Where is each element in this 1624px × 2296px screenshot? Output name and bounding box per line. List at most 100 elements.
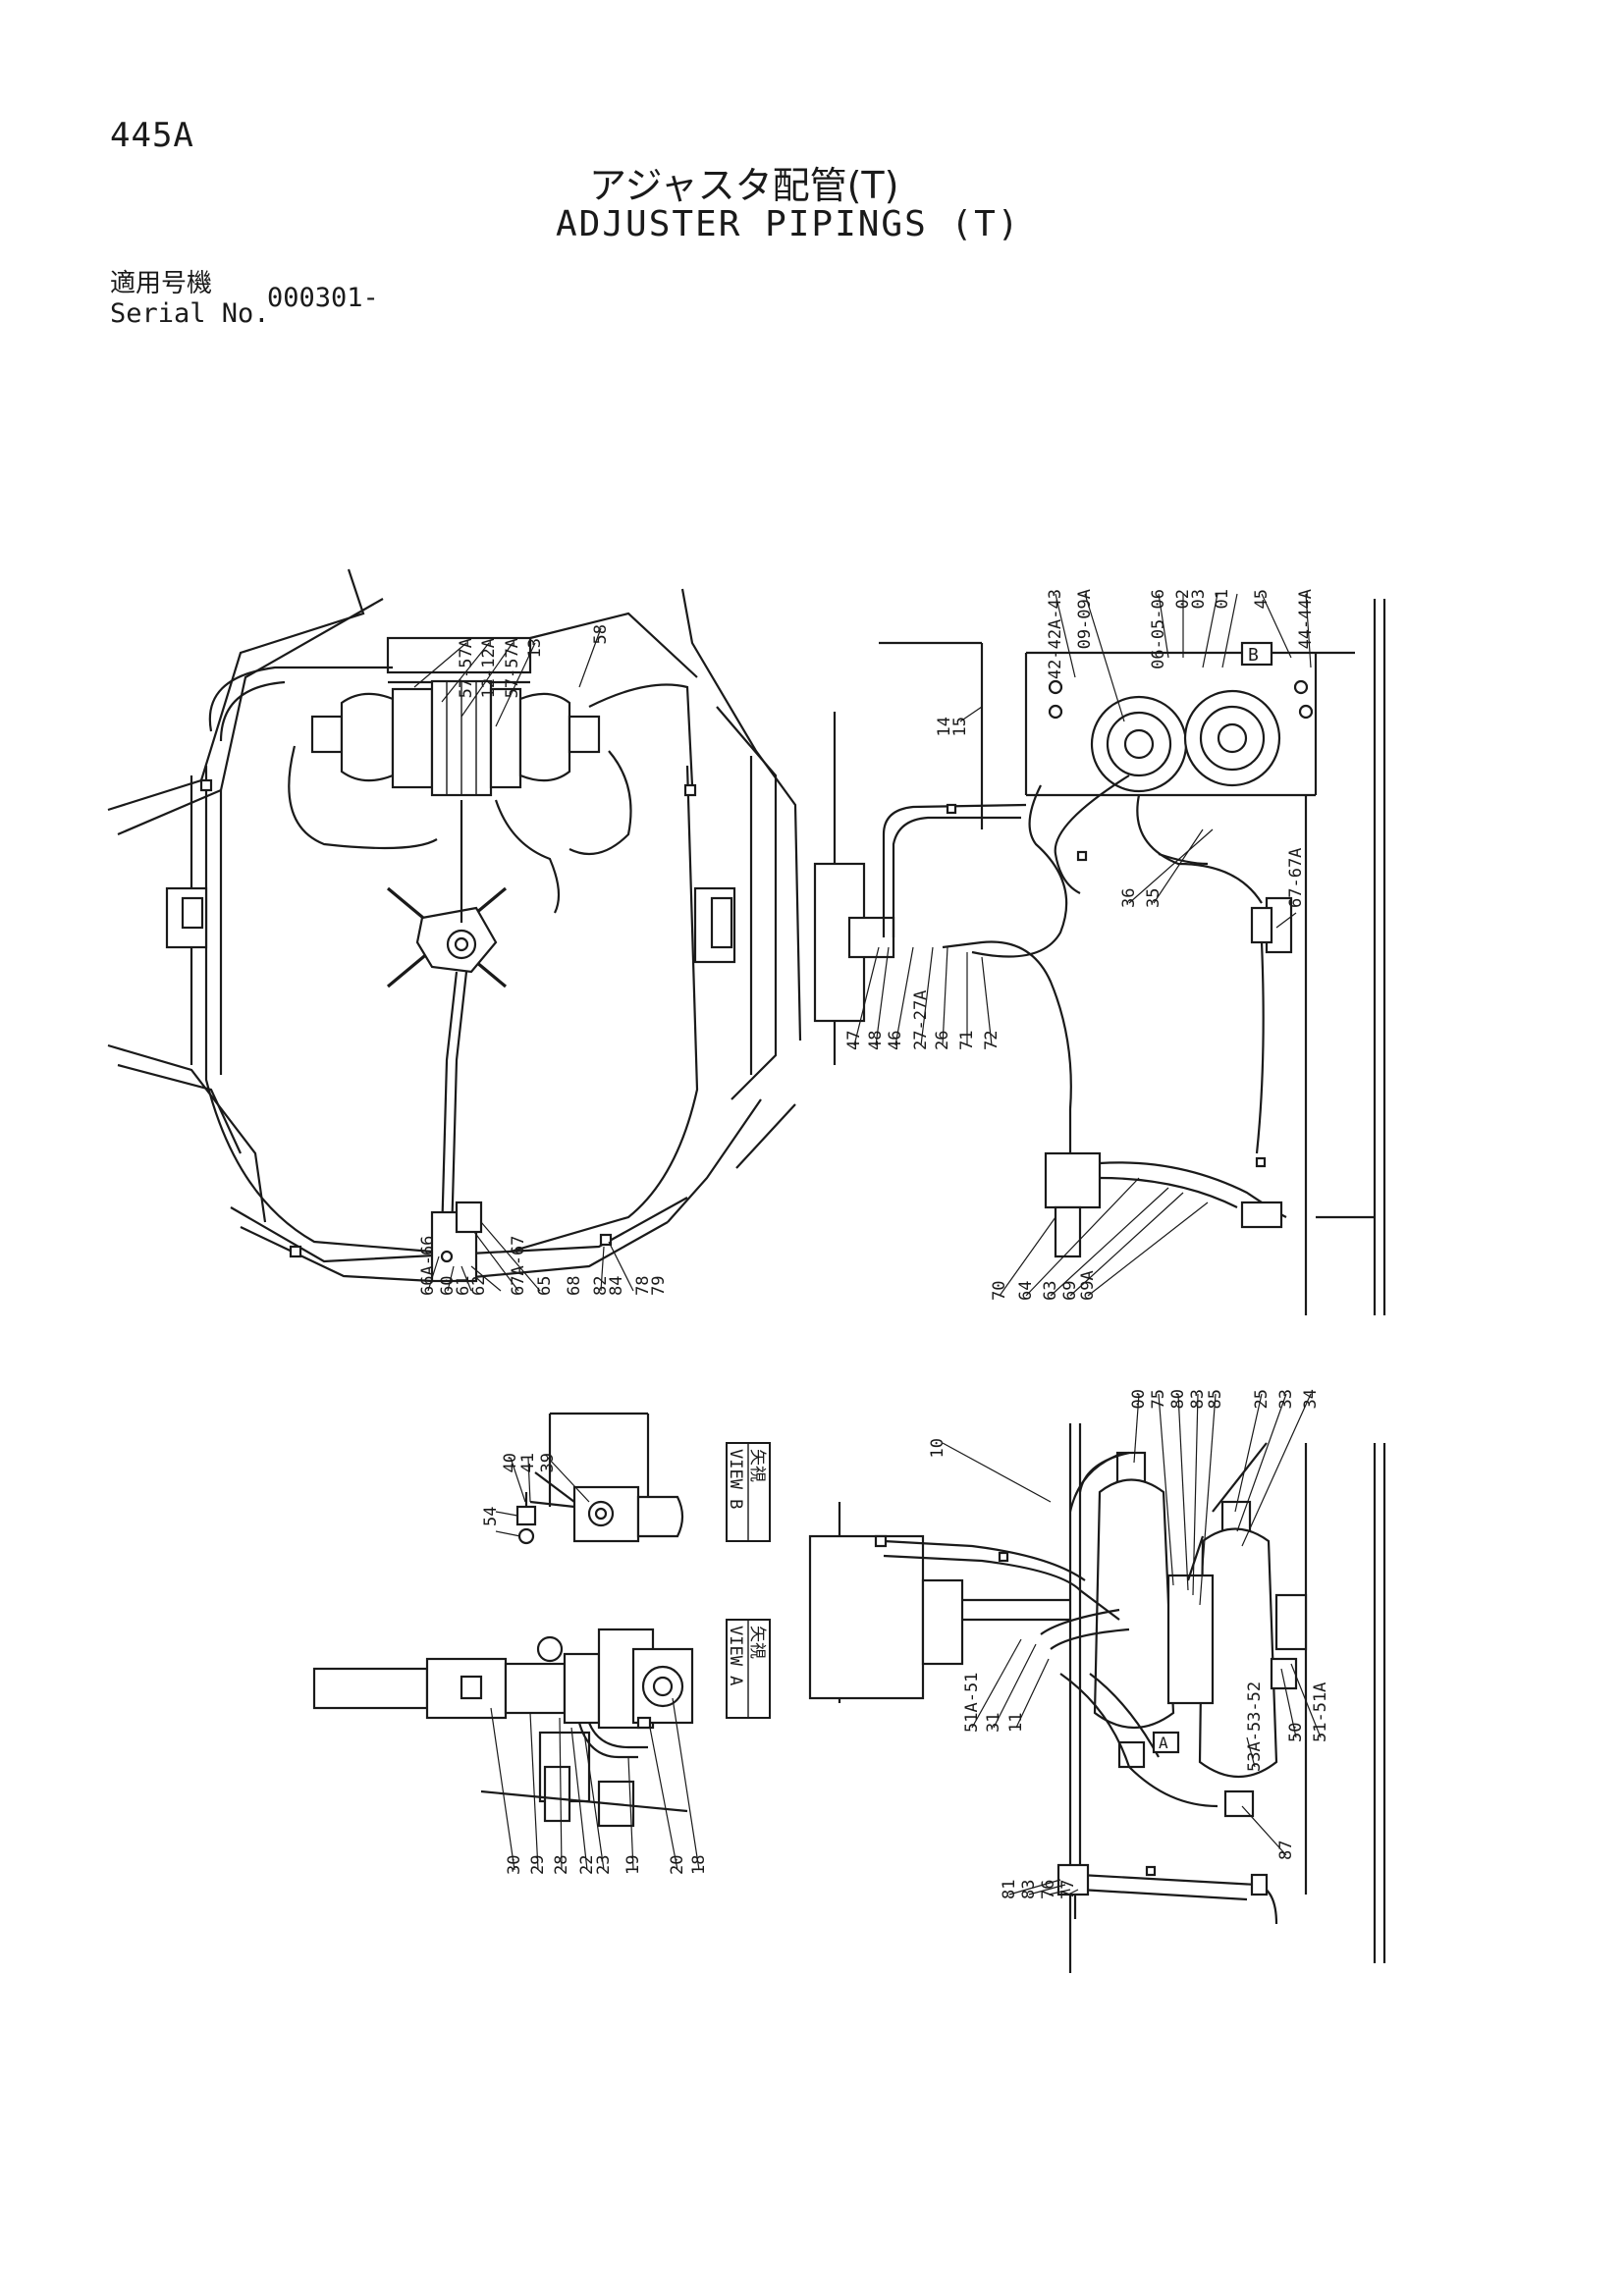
callout-label: 61 <box>454 1276 473 1296</box>
twin-reel-drums <box>1090 689 1281 793</box>
side-view-assembly: B <box>813 599 1386 1315</box>
leaders-bottom-right <box>942 1393 1322 1896</box>
callout-label: 62 <box>469 1276 489 1296</box>
callout-label: 19 <box>623 1855 643 1875</box>
callout-label: 77 <box>1058 1880 1078 1899</box>
callout-label: 09-09A <box>1075 589 1095 649</box>
callout-label: 25 <box>1252 1389 1272 1409</box>
callout-label: 29 <box>528 1855 548 1875</box>
callout-label: 50 <box>1286 1723 1306 1742</box>
serial-label-jp: 適用号機 <box>110 269 213 298</box>
leaders-top-left <box>413 627 634 1292</box>
view-b-detail: 矢視 VIEW B <box>495 1412 771 1545</box>
callout-label: 03 <box>1189 589 1209 609</box>
page-title-en: ADJUSTER PIPINGS (T) <box>556 204 1021 244</box>
callout-label: 15 <box>950 717 970 736</box>
callout-label: 57-57A <box>457 638 476 698</box>
callout-label: 72 <box>982 1031 1001 1050</box>
callout-label: 14 <box>935 717 954 736</box>
leaders-top-right <box>853 593 1312 1297</box>
callout-label: 71 <box>957 1031 977 1050</box>
callout-label: 75 <box>1149 1389 1168 1409</box>
callout-label: 23 <box>594 1855 614 1875</box>
accumulator-side-view: A <box>808 1423 1386 1973</box>
callout-label: 01 <box>1213 589 1232 609</box>
serial-number-value: 000301- <box>267 283 379 313</box>
view-a-jp: 矢視 <box>747 1626 767 1659</box>
callout-label: 58 <box>591 624 611 644</box>
callout-label: 40 <box>501 1453 520 1472</box>
callout-label: 11 <box>1006 1713 1026 1733</box>
view-b-label: 矢視 VIEW B <box>726 1442 771 1542</box>
callout-label: 10 <box>928 1438 947 1458</box>
callout-label: 44-44A <box>1296 589 1316 649</box>
accumulator-tanks <box>1093 1451 1308 1818</box>
view-a-marker-label: A <box>1159 1734 1168 1752</box>
callout-label: 31 <box>984 1713 1003 1733</box>
callout-label: 69A <box>1078 1270 1098 1301</box>
view-b-marker-label: B <box>1248 645 1259 666</box>
callout-label: 65 <box>535 1276 555 1296</box>
callout-label: 41 <box>518 1453 538 1472</box>
callout-label: 51A-51 <box>962 1673 982 1733</box>
callout-label: 36 <box>1119 888 1139 908</box>
callout-label: 02 <box>1173 589 1193 609</box>
callout-label: 42-42A-43 <box>1046 589 1065 679</box>
callout-label: 46 <box>886 1031 905 1050</box>
callout-label: 87 <box>1276 1841 1296 1860</box>
callout-label: 76 <box>1039 1880 1058 1899</box>
center-swivel <box>386 886 508 988</box>
page-number: 445A <box>110 116 194 155</box>
callout-label: 81 <box>1000 1880 1019 1899</box>
frame-plan-view <box>107 568 802 1283</box>
callout-label: 68 <box>565 1276 584 1296</box>
callout-label: 63 <box>1041 1281 1060 1301</box>
view-a-en: VIEW A <box>726 1626 745 1685</box>
callout-label: 06-05-06 <box>1149 589 1168 669</box>
callout-label: 22 <box>577 1855 597 1875</box>
callout-label: 27-27A <box>911 990 931 1050</box>
callout-label: 28 <box>552 1855 571 1875</box>
callout-label: 60 <box>438 1276 458 1296</box>
callout-label: 39 <box>538 1453 558 1472</box>
callout-label: 84 <box>607 1276 626 1296</box>
callout-label: 47 <box>844 1031 864 1050</box>
callout-label: 54 <box>481 1507 501 1526</box>
callout-label: 33 <box>1276 1389 1296 1409</box>
callout-label: 67-67A <box>1286 848 1306 908</box>
callout-label: 64 <box>1016 1281 1036 1301</box>
callout-label: 30 <box>505 1855 524 1875</box>
callout-label: 66A-66 <box>418 1236 438 1296</box>
callout-label: 34 <box>1301 1389 1321 1409</box>
callout-label: 67A-67 <box>509 1236 528 1296</box>
callout-label: 70 <box>990 1281 1009 1301</box>
callout-label: 85 <box>1206 1389 1225 1409</box>
callout-label: 53A-53-52 <box>1245 1682 1265 1772</box>
serial-label-en: Serial No. <box>110 298 270 329</box>
adjuster-cylinder-assembly <box>310 679 601 797</box>
callout-label: 80 <box>1168 1389 1188 1409</box>
callout-label: 48 <box>866 1031 886 1050</box>
view-a-detail: 矢視 VIEW A <box>312 1619 771 1871</box>
page-title-jp: アジャスタ配管(T) <box>589 164 899 207</box>
callout-label: 18 <box>689 1855 709 1875</box>
callout-label: 78 <box>633 1276 653 1296</box>
callout-label: 00 <box>1129 1389 1149 1409</box>
callout-label: 69 <box>1060 1281 1080 1301</box>
callout-label: 20 <box>668 1855 687 1875</box>
callout-label: 83 <box>1019 1880 1039 1899</box>
callout-label: 83 <box>1188 1389 1208 1409</box>
callout-label: 13 <box>525 638 545 658</box>
callout-label: 79 <box>649 1276 669 1296</box>
callout-label: 35 <box>1144 888 1164 908</box>
view-b-en: VIEW B <box>726 1449 745 1509</box>
view-a-label: 矢視 VIEW A <box>726 1619 771 1719</box>
callout-label: 51-51A <box>1311 1682 1330 1742</box>
callout-label: 82 <box>591 1276 611 1296</box>
callout-label: 57-57A <box>503 638 522 698</box>
callout-label: 45 <box>1252 589 1272 609</box>
callout-label: 26 <box>933 1031 952 1050</box>
